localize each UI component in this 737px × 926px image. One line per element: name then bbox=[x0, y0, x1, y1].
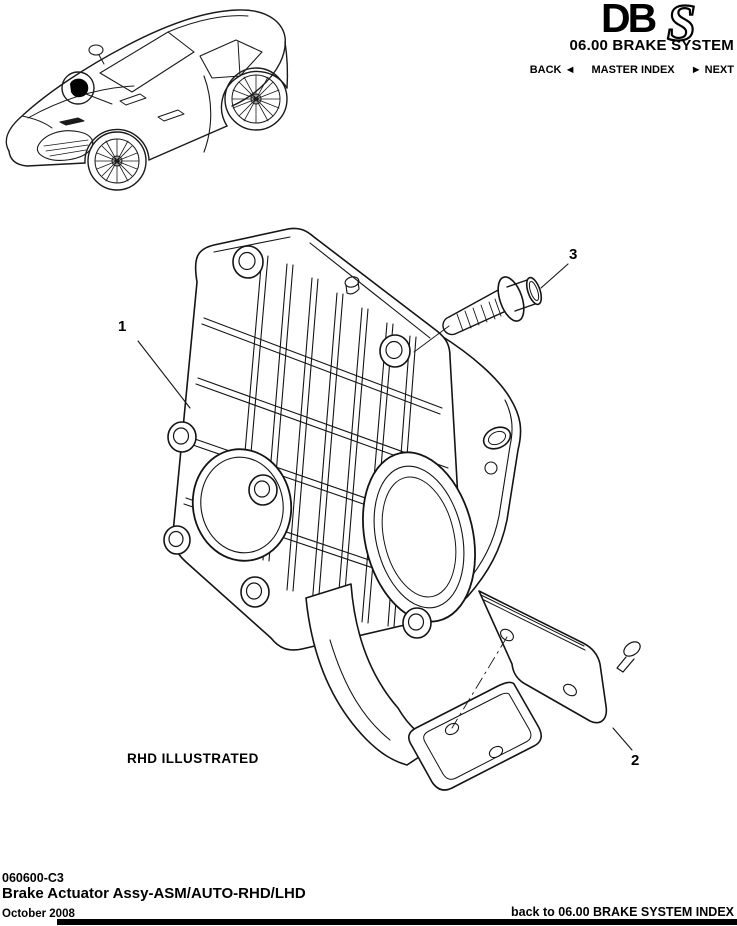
nav-master-index-link[interactable]: MASTER INDEX bbox=[591, 64, 675, 76]
cover-plate-screw bbox=[616, 641, 641, 673]
top-stud bbox=[344, 276, 360, 295]
doc-title: Brake Actuator Assy-ASM/AUTO-RHD/LHD bbox=[2, 885, 306, 902]
bottom-rule bbox=[57, 919, 737, 925]
callout-2: 2 bbox=[631, 752, 640, 769]
header-nav: BACK ◄ MASTER INDEX ► NEXT bbox=[530, 64, 734, 76]
nav-next-link[interactable]: ► NEXT bbox=[691, 64, 734, 76]
mounting-bolt bbox=[442, 276, 543, 336]
next-arrow-icon: ► bbox=[690, 64, 702, 76]
back-to-index-link[interactable]: back to 06.00 BRAKE SYSTEM INDEX bbox=[511, 905, 734, 919]
logo-db-text: DB bbox=[601, 0, 656, 41]
rib-grid bbox=[183, 254, 453, 628]
callout-1: 1 bbox=[118, 318, 127, 335]
dbs-logo: DB S bbox=[599, 0, 737, 48]
location-highlight-circle bbox=[61, 71, 95, 105]
nav-next-label: NEXT bbox=[704, 64, 734, 76]
callout-3: 3 bbox=[569, 246, 578, 263]
nav-back-link[interactable]: BACK ◄ bbox=[530, 64, 576, 76]
centre-line bbox=[451, 636, 508, 729]
car-locator-illustration bbox=[5, 9, 289, 191]
rhd-illustrated-note: RHD ILLUSTRATED bbox=[127, 751, 259, 766]
section-title: 06.00 BRAKE SYSTEM bbox=[569, 37, 734, 54]
pedal-pad bbox=[408, 681, 542, 791]
pedal-box-location-mark bbox=[70, 78, 89, 98]
leader-line-1 bbox=[137, 340, 191, 409]
leader-lines bbox=[137, 263, 633, 751]
nav-back-label: BACK bbox=[529, 64, 562, 76]
cover-plate bbox=[478, 590, 608, 724]
leader-line-2 bbox=[612, 727, 633, 751]
leader-line-3 bbox=[540, 263, 569, 289]
logo-s-text: S bbox=[667, 0, 696, 48]
doc-code: 060600-C3 bbox=[2, 871, 64, 885]
doc-date: October 2008 bbox=[2, 908, 75, 920]
back-arrow-icon: ◄ bbox=[564, 64, 576, 76]
mounting-bosses bbox=[163, 245, 432, 639]
